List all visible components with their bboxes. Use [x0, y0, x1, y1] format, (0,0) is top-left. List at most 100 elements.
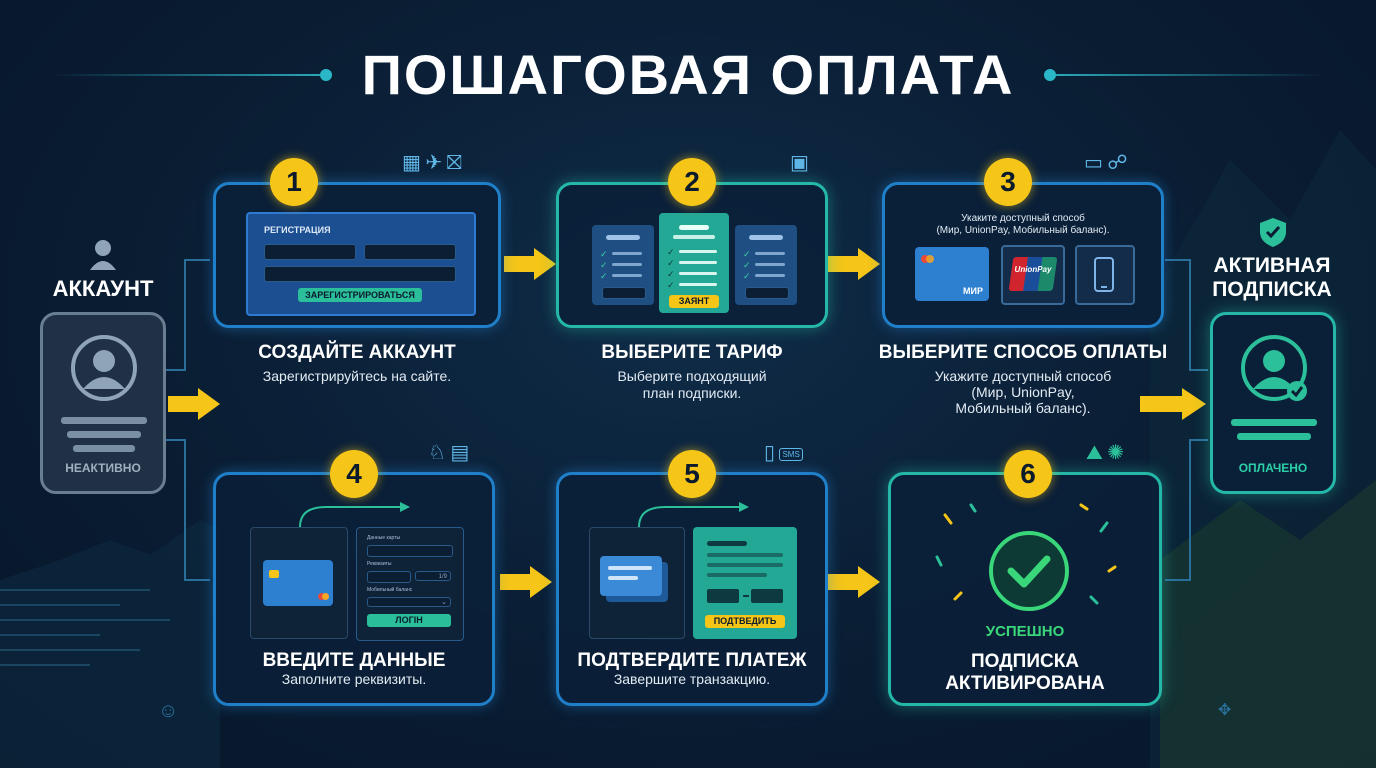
reg-field-1[interactable] [264, 244, 356, 260]
phone-message-icon: ▯ [764, 442, 776, 464]
mobile-balance-option[interactable] [1075, 245, 1135, 305]
avatar-icon [71, 335, 137, 401]
step5-card: ПОДТВЕДИТЬ [556, 472, 828, 706]
sms-label: SMS [782, 450, 800, 460]
confetti-icon: ✺ [1107, 442, 1125, 464]
active-avatar-icon [1241, 335, 1307, 401]
login-button[interactable]: ЛОГІН [367, 614, 451, 627]
step5-title: ПОДТВЕРДИТЕ ПЛАТЕЖ [577, 650, 807, 671]
mir-card-option[interactable]: МИР [915, 247, 989, 301]
step1-icons: ▦ ✈ ⛝ [402, 150, 502, 175]
step5-flow-arrow [638, 502, 749, 528]
mobile-balance-select[interactable]: ⌄ [367, 597, 451, 607]
mir-label: МИР [963, 286, 983, 296]
expiry-input[interactable]: 1/9 [415, 571, 451, 581]
plane-icon: ✈ [425, 152, 443, 174]
confetti-decoration [935, 503, 1117, 605]
shield-check-icon [1260, 218, 1286, 247]
step5-desc: Завершите транзакцию. [613, 671, 771, 687]
account-status: НЕАКТИВНО [65, 461, 141, 475]
page-title: ПОШАГОВАЯ ОПЛАТА [361, 43, 1015, 106]
card-check-icon: ▤ [450, 442, 470, 464]
step3-inner-line1: Укаките доступный способ [961, 213, 1085, 224]
step1-card: РЕГИСТРАЦИЯ ЗАРЕГИСТРИРОВАТЬСЯ [213, 182, 501, 328]
code-input-1[interactable] [707, 589, 739, 603]
card-preview-panel [250, 527, 348, 639]
step3-desc-1: Укажите доступный способ [934, 368, 1112, 384]
step4-card: Данные карты Реквизиты 1/9 Мобильный бал… [213, 472, 495, 706]
payment-cards-panel [589, 527, 685, 639]
title-dot-left [320, 69, 332, 81]
title-line-right [1056, 74, 1326, 76]
step3-desc-2: (Мир, UnionPay, [971, 384, 1075, 400]
field-label-card: Данные карты [367, 535, 401, 541]
reg-field-3[interactable] [264, 266, 456, 282]
wallet-icon: ▣ [790, 152, 809, 174]
step4-flow-arrow [299, 502, 410, 528]
step3-card: Укаките доступный способ (Мир, UnionPay,… [882, 182, 1164, 328]
plan-basic[interactable]: ✓✓✓ [592, 225, 654, 305]
register-button[interactable]: ЗАРЕГИСТРИРОВАТЬСЯ [298, 288, 422, 302]
field-label-details: Реквизиты [367, 561, 392, 567]
active-card: ОПЛАЧЕНО [1210, 312, 1336, 494]
step3-title: ВЫБЕРИТЕ СПОСОБ ОПЛАТЫ [878, 342, 1168, 363]
choose-plan-button[interactable]: ЗАЯНТ [669, 295, 719, 308]
expiry-value: 1/9 [438, 574, 447, 580]
active-status: ОПЛАЧЕНО [1238, 461, 1308, 475]
checkmark-icon [989, 531, 1069, 611]
step2-badge: 2 [668, 158, 716, 206]
title-dot-right [1044, 69, 1056, 81]
step4-desc: Заполните реквизиты. [281, 671, 427, 687]
hand-card-icon: ☍ [1107, 152, 1128, 174]
mountain-icon: ⛰ [1086, 442, 1103, 464]
step6-title-1: ПОДПИСКА [970, 651, 1080, 672]
active-heading-2: ПОДПИСКА [1212, 278, 1332, 301]
step6-title-2: АКТИВИРОВАНА [945, 673, 1105, 694]
step2-title: ВЫБЕРИТЕ ТАРИФ [601, 342, 783, 363]
step6-icons: ⛰ ✺ [1086, 440, 1156, 465]
step5-badge: 5 [668, 450, 716, 498]
reg-field-2[interactable] [364, 244, 456, 260]
unionpay-option[interactable]: UnionPay [1001, 245, 1065, 305]
code-input-2[interactable] [751, 589, 783, 603]
success-label: УСПЕШНО [985, 623, 1065, 640]
step2-desc-2: план подписки. [642, 385, 742, 401]
payment-card-front [600, 556, 662, 596]
step1-badge: 1 [270, 158, 318, 206]
active-heading-1: АКТИВНАЯ [1213, 254, 1331, 277]
step6-card: УСПЕШНО ПОДПИСКА АКТИВИРОВАНА [888, 472, 1162, 706]
step3-icons: ▭ ☍ [1084, 150, 1164, 175]
step2-desc-1: Выберите подходящий [617, 368, 767, 384]
confirm-button[interactable]: ПОДТВЕДИТЬ [705, 615, 785, 628]
smile-icon: ☺ [158, 700, 179, 722]
luggage-icon: ⛝ [446, 152, 462, 174]
details-form-panel: Данные карты Реквизиты 1/9 Мобильный бал… [356, 527, 464, 641]
account-heading: АККАУНТ [52, 276, 154, 301]
field-label-mobile: Мобильный баланс [367, 587, 413, 593]
chevron-down-icon: ⌄ [441, 599, 447, 606]
phone-icon [1094, 257, 1114, 292]
registration-form-title: РЕГИСТРАЦИЯ [264, 225, 331, 235]
step1-desc: Зарегистрируйтесь на сайте. [262, 368, 452, 384]
step1-title: СОЗДАЙТЕ АККАУНТ [258, 342, 456, 363]
bank-card [263, 560, 333, 606]
step5-icons: ▯ SMS [764, 440, 834, 465]
step3-inner-line2: (Мир, UnionPay, Мобильный баланс). [936, 225, 1110, 236]
card-icon: ▭ [1084, 152, 1103, 174]
account-card: НЕАКТИВНО [40, 312, 166, 494]
step3-badge: 3 [984, 158, 1032, 206]
step6-badge: 6 [1004, 450, 1052, 498]
unionpay-label: UnionPay [1014, 265, 1052, 274]
step4-icons: ♘ ▤ [428, 440, 498, 465]
confirm-panel: ПОДТВЕДИТЬ [693, 527, 797, 639]
step4-title: ВВЕДИТЕ ДАННЫЕ [262, 650, 446, 671]
card-data-input[interactable] [367, 545, 453, 557]
plan-premium[interactable]: ✓✓✓ [735, 225, 797, 305]
registration-form: РЕГИСТРАЦИЯ ЗАРЕГИСТРИРОВАТЬСЯ [246, 212, 476, 316]
title-line-left [50, 74, 320, 76]
bell-icon: ♘ [428, 442, 446, 464]
details-input[interactable] [367, 571, 411, 583]
plan-featured[interactable]: ✓✓✓✓ ЗАЯНТ [659, 213, 729, 313]
user-icon [90, 240, 116, 270]
